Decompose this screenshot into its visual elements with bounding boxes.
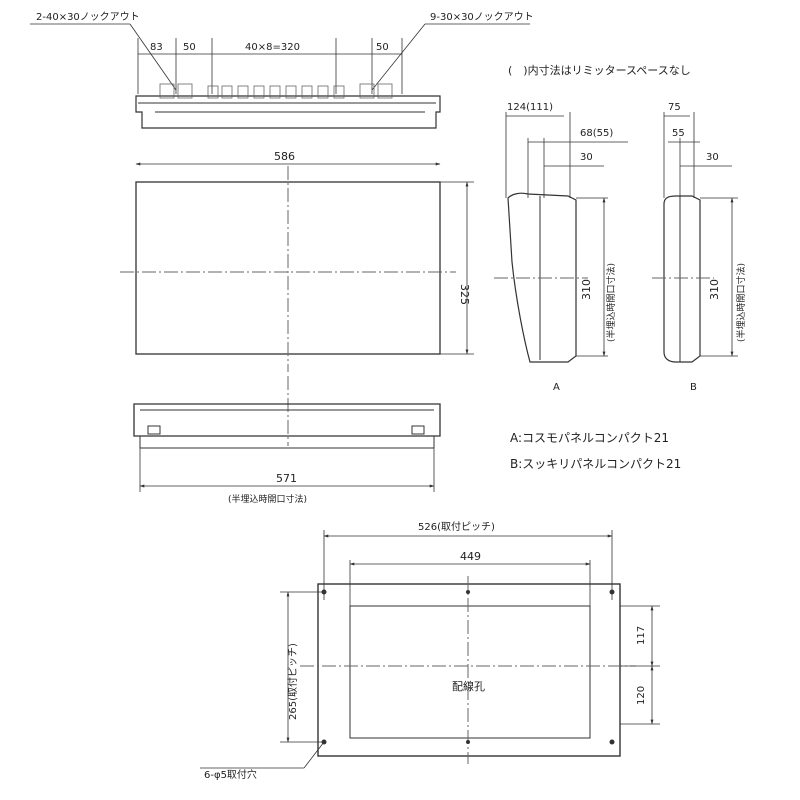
bottom-width-label: 571 — [276, 472, 297, 485]
side-b-dim-30: 30 — [706, 152, 719, 163]
side-views-note: ( )内寸法はリミッタースペースなし — [508, 63, 691, 77]
side-b-profile — [663, 195, 701, 363]
side-a-dim-310: 310 — [580, 279, 593, 300]
side-a-dim-depth: 124(111) — [507, 102, 553, 113]
side-b-note: (半埋込時開口寸法) — [735, 263, 747, 342]
bottom-width-note: (半埋込時開口寸法) — [228, 493, 307, 505]
side-b-dim-55: 55 — [672, 128, 685, 139]
side-a-dim-68: 68(55) — [580, 128, 613, 139]
mount-hole — [466, 590, 470, 594]
side-view-b: 75 55 30 310 (半埋込時開口寸法) B — [652, 102, 747, 393]
legend-b: B:スッキリパネルコンパクト21 — [510, 457, 681, 471]
mount-hole — [466, 740, 470, 744]
bottom-view-outline — [133, 403, 441, 437]
back-view: 526(取付ピッチ) 449 配線孔 265(取付ピッチ) 117 120 — [200, 520, 660, 781]
back-pitch-height: 265(取付ピッチ) — [286, 643, 299, 720]
wiring-hole — [349, 605, 591, 739]
leader-line — [371, 23, 426, 91]
side-b-caption: B — [690, 382, 697, 393]
top-view-outline — [135, 95, 441, 129]
knockout-row — [159, 83, 393, 99]
bottom-view: 571 (半埋込時開口寸法) — [133, 376, 441, 505]
back-hole-label: 配線孔 — [452, 679, 485, 693]
bottom-tab — [147, 425, 161, 435]
side-a-caption: A — [553, 382, 560, 393]
back-inner-width: 449 — [460, 550, 481, 563]
front-view: 586 325 — [120, 150, 474, 372]
mount-hole — [609, 739, 615, 745]
side-a-profile — [507, 192, 577, 363]
back-dim-120: 120 — [636, 686, 647, 705]
side-a-dim-30: 30 — [580, 152, 593, 163]
dim-83: 83 — [150, 42, 163, 53]
side-view-a: ( )内寸法はリミッタースペースなし 124(111) 68(55) 30 31… — [494, 63, 691, 393]
bottom-tab — [411, 425, 425, 435]
side-b-dim-75: 75 — [668, 102, 681, 113]
legend-a: A:コスモパネルコンパクト21 — [510, 431, 669, 445]
back-pitch-width: 526(取付ピッチ) — [418, 520, 495, 533]
leader-line — [303, 741, 325, 769]
side-b-dim-310: 310 — [708, 279, 721, 300]
knockout-right-label: 9-30×30ノックアウト — [430, 11, 534, 23]
side-a-note: (半埋込時開口寸法) — [605, 263, 617, 342]
front-height-label: 325 — [458, 284, 471, 305]
back-mount-holes: 6-φ5取付穴 — [204, 768, 257, 781]
back-panel-outline — [317, 583, 621, 757]
dim-pitch: 40×8=320 — [245, 42, 300, 53]
front-width-label: 586 — [274, 150, 295, 163]
back-dim-117: 117 — [636, 626, 647, 645]
mount-hole — [609, 589, 615, 595]
dim-50-left: 50 — [183, 42, 196, 53]
dim-50-right: 50 — [376, 42, 389, 53]
leader-line — [129, 23, 177, 91]
knockout-left-label: 2-40×30ノックアウト — [36, 11, 140, 23]
top-view: 2-40×30ノックアウト 9-30×30ノックアウト 83 50 40×8=3… — [30, 11, 534, 129]
